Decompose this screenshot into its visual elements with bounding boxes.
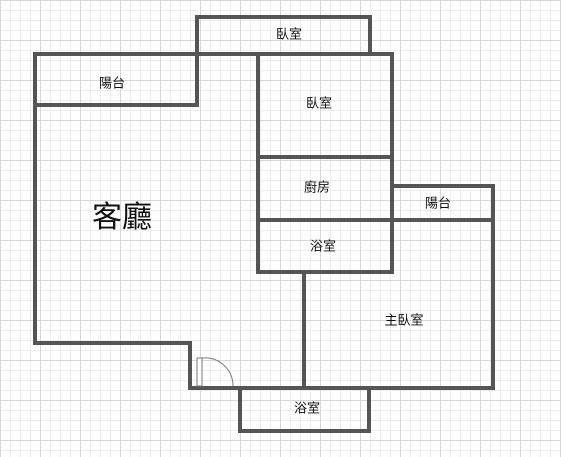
kitchen-label: 廚房 <box>303 180 331 196</box>
bathroom-bottom-wall <box>238 386 371 433</box>
balcony-left-wall <box>33 52 199 107</box>
bedroom-top-label: 臥室 <box>275 27 303 43</box>
balcony-right-wall <box>390 184 495 222</box>
bedroom-label: 臥室 <box>305 96 333 112</box>
living-room-wall <box>33 52 306 390</box>
master-bedroom-label: 主臥室 <box>384 313 424 329</box>
entrance-door-icon <box>196 357 234 387</box>
bedroom-top-wall <box>195 15 372 56</box>
central-column-wall <box>256 52 394 274</box>
bathroom-mid-label: 浴室 <box>309 239 337 255</box>
bathroom-bottom-label: 浴室 <box>293 401 321 417</box>
balcony-left-label: 陽台 <box>98 76 126 92</box>
balcony-right-label: 陽台 <box>424 196 452 212</box>
master-bedroom-wall <box>302 218 495 390</box>
living-room-label: 客廳 <box>92 200 152 235</box>
